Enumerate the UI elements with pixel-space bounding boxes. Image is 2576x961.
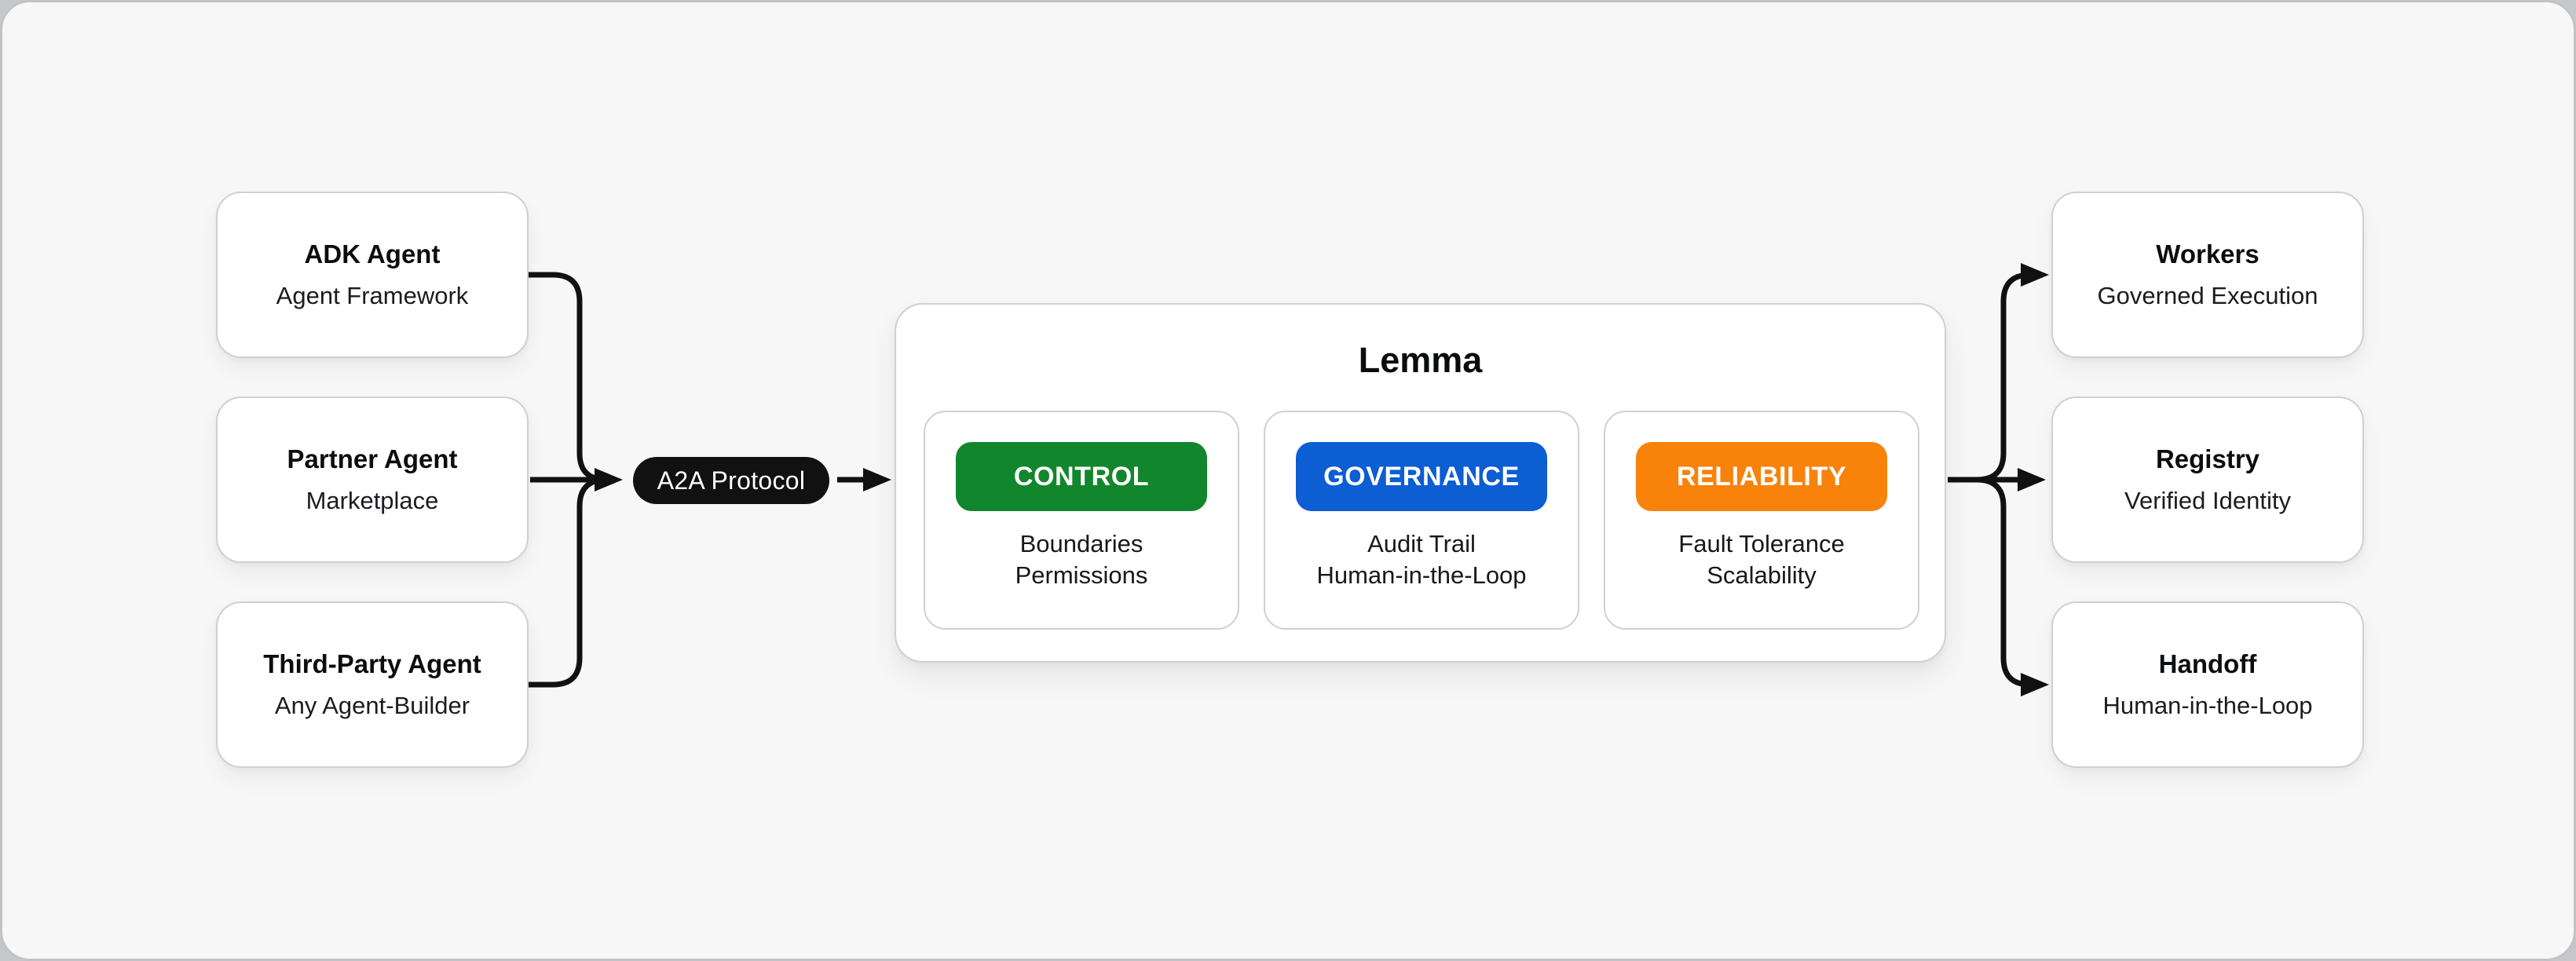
node-subtitle: Marketplace [306,487,439,514]
edge-lemma-to-workers [1976,272,2031,483]
node-title: Workers [2156,239,2259,269]
arrowhead-into-handoff [2021,673,2049,696]
a2a-protocol-pill: A2A Protocol [633,457,829,504]
pillar-line: Scalability [1707,561,1817,589]
pillar-line: Permissions [1015,561,1148,589]
edge-thirdparty-to-protocol [529,477,607,688]
pillar-row: CONTROL Boundaries Permissions GOVERNANC… [924,411,1919,630]
pillar-line: Audit Trail [1367,530,1476,557]
control-badge: CONTROL [956,442,1207,511]
node-title: Registry [2155,444,2260,473]
node-subtitle: Agent Framework [276,282,469,309]
node-workers: Workers Governed Execution [2051,192,2364,358]
node-title: Third-Party Agent [263,649,481,678]
node-third-party-agent: Third-Party Agent Any Agent-Builder [216,601,529,768]
node-adk-agent: ADK Agent Agent Framework [216,192,529,358]
arrowhead-into-workers [2021,263,2049,287]
arrowhead-into-protocol [595,468,623,491]
node-registry: Registry Verified Identity [2051,396,2364,563]
pillar-line: Boundaries [1019,530,1143,557]
pillar-line: Human-in-the-Loop [1316,561,1527,589]
node-subtitle: Verified Identity [2124,487,2291,514]
node-subtitle: Any Agent-Builder [274,692,470,719]
pillar-description: Audit Trail Human-in-the-Loop [1316,528,1526,591]
node-title: ADK Agent [304,239,441,269]
arrowhead-into-lemma [863,468,891,491]
node-handoff: Handoff Human-in-the-Loop [2051,601,2364,768]
node-subtitle: Governed Execution [2097,282,2318,309]
pillar-reliability-card: RELIABILITY Fault Tolerance Scalability [1604,411,1919,630]
arrowhead-into-registry [2018,468,2046,491]
lemma-container: Lemma CONTROL Boundaries Permissions GOV… [895,303,1946,663]
pillar-governance-card: GOVERNANCE Audit Trail Human-in-the-Loop [1264,411,1579,630]
pillar-control-card: CONTROL Boundaries Permissions [924,411,1239,630]
governance-badge: GOVERNANCE [1296,442,1547,511]
node-subtitle: Human-in-the-Loop [2102,692,2313,719]
edge-adk-to-protocol [529,272,607,483]
pillar-line: Fault Tolerance [1678,530,1845,557]
node-title: Handoff [2158,649,2257,678]
pillar-description: Fault Tolerance Scalability [1678,528,1844,591]
lemma-title: Lemma [1358,340,1483,380]
reliability-badge: RELIABILITY [1636,442,1887,511]
node-partner-agent: Partner Agent Marketplace [216,396,529,563]
edge-lemma-to-handoff [1976,477,2031,688]
pillar-description: Boundaries Permissions [1015,528,1148,591]
node-title: Partner Agent [287,444,458,473]
